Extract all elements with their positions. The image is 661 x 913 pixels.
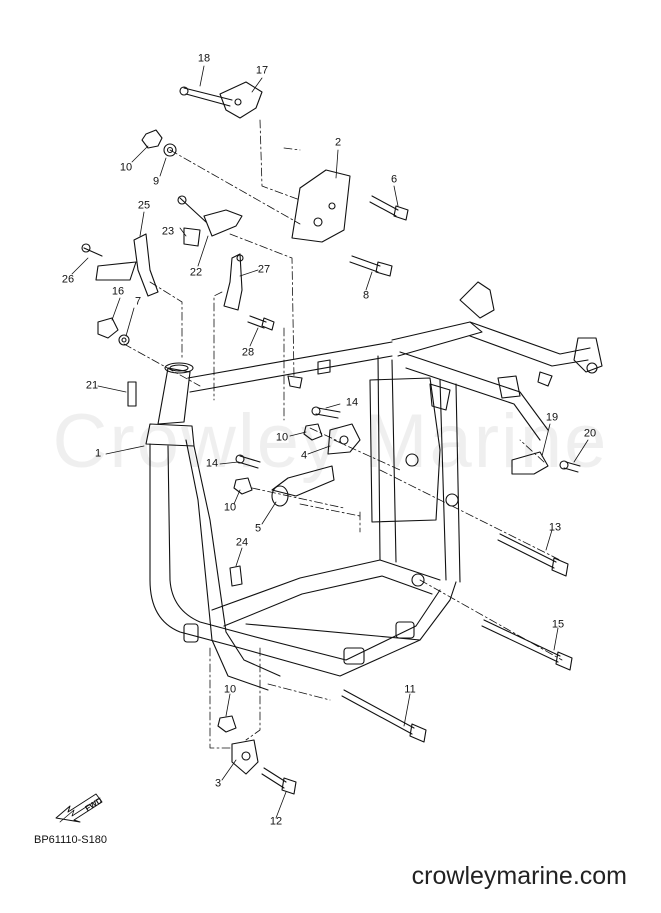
callout-27: 27 xyxy=(257,263,271,276)
alignment-lines xyxy=(123,119,563,749)
callout-19: 19 xyxy=(545,411,559,424)
part-28-bolt xyxy=(247,315,275,331)
part-25-26-harness xyxy=(81,233,159,297)
callout-10b: 10 xyxy=(275,431,289,444)
part-17-bracket xyxy=(219,81,263,119)
frame-body xyxy=(145,281,603,691)
callout-10a: 10 xyxy=(119,161,133,174)
callout-5: 5 xyxy=(254,522,262,535)
fwd-arrow-icon: FWD xyxy=(55,793,104,823)
callout-13: 13 xyxy=(548,521,562,534)
part-10-3-12-bottom xyxy=(217,715,297,795)
callout-17: 17 xyxy=(255,64,269,77)
callout-24: 24 xyxy=(235,536,249,549)
diagram-code: BP61110-S180 xyxy=(34,834,107,846)
part-2-bracket xyxy=(291,169,351,243)
callout-14b: 14 xyxy=(205,457,219,470)
fwd-label: FWD xyxy=(84,796,104,813)
part-6-bolt xyxy=(369,195,409,221)
callout-22: 22 xyxy=(189,266,203,279)
callout-1: 1 xyxy=(94,447,102,460)
callout-2: 2 xyxy=(334,136,342,149)
callout-3: 3 xyxy=(214,777,222,790)
part-8-bolt xyxy=(349,255,393,277)
callout-7: 7 xyxy=(134,295,142,308)
callout-18: 18 xyxy=(197,52,211,65)
callout-10d: 10 xyxy=(223,683,237,696)
callout-10c: 10 xyxy=(223,501,237,514)
part-13-bolt xyxy=(497,533,569,577)
callout-14a: 14 xyxy=(345,396,359,409)
callout-9: 9 xyxy=(152,175,160,188)
part-27-stay xyxy=(223,253,244,311)
callout-28: 28 xyxy=(241,346,255,359)
part-11-bolt xyxy=(341,689,427,743)
callout-4: 4 xyxy=(300,449,308,462)
callout-25: 25 xyxy=(137,199,151,212)
part-16-7-nut-washer xyxy=(97,317,130,346)
part-14-10-upper xyxy=(303,406,341,441)
callout-23: 23 xyxy=(161,225,175,238)
part-21-label xyxy=(127,381,137,407)
part-23-22-clamp xyxy=(177,195,243,247)
callout-12: 12 xyxy=(269,815,283,828)
callout-6: 6 xyxy=(390,173,398,186)
part-18-bolt xyxy=(179,86,233,107)
part-24-pin xyxy=(229,565,243,587)
part-15-bolt xyxy=(481,619,573,671)
part-14-10-5-lower xyxy=(233,454,335,507)
callout-21: 21 xyxy=(85,379,99,392)
part-10-9-nut-washer xyxy=(141,129,177,157)
callout-16: 16 xyxy=(111,285,125,298)
brand-link[interactable]: crowleymarine.com xyxy=(411,862,627,890)
part-19-20-clip xyxy=(511,451,581,475)
callout-26: 26 xyxy=(61,273,75,286)
leader-lines xyxy=(71,65,589,819)
callout-20: 20 xyxy=(583,427,597,440)
callout-8: 8 xyxy=(362,289,370,302)
part-4-bracket xyxy=(327,423,361,455)
callout-15: 15 xyxy=(551,618,565,631)
callout-11: 11 xyxy=(404,683,416,696)
